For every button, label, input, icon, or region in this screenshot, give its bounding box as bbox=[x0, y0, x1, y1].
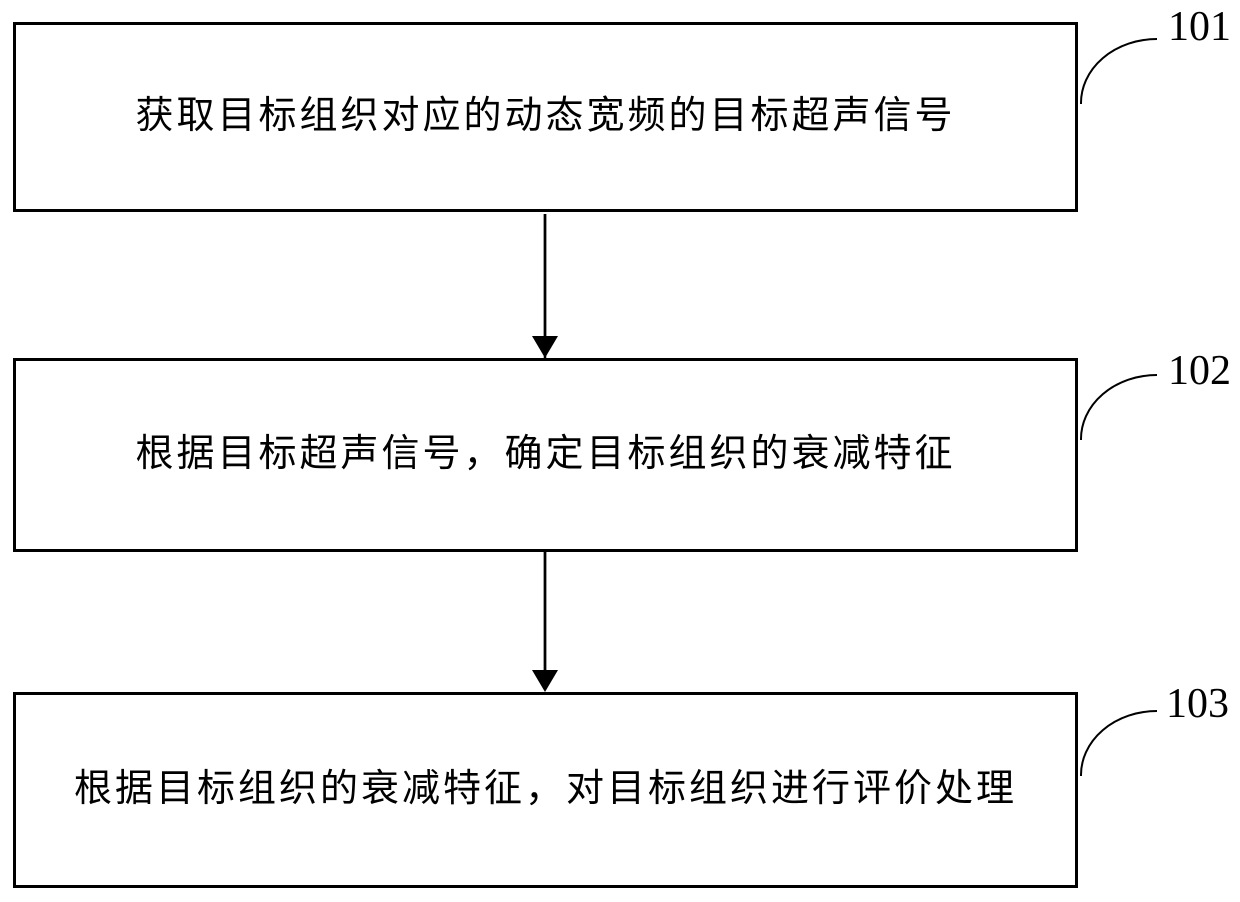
ref-label-101: 101 bbox=[1168, 4, 1231, 50]
flow-step-1-box: 获取目标组织对应的动态宽频的目标超声信号 bbox=[13, 22, 1078, 212]
flow-step-3-text: 根据目标组织的衰减特征，对目标组织进行评价处理 bbox=[73, 768, 1017, 811]
flow-step-2-box: 根据目标超声信号，确定目标组织的衰减特征 bbox=[13, 358, 1078, 552]
flow-arrow-2 bbox=[532, 552, 558, 692]
leader-curve-103 bbox=[1079, 710, 1158, 777]
flow-step-1-text: 获取目标组织对应的动态宽频的目标超声信号 bbox=[135, 95, 956, 138]
flow-step-3-box: 根据目标组织的衰减特征，对目标组织进行评价处理 bbox=[13, 692, 1078, 888]
flow-step-2-text: 根据目标超声信号，确定目标组织的衰减特征 bbox=[135, 433, 956, 476]
ref-label-102: 102 bbox=[1168, 348, 1231, 394]
leader-curve-101 bbox=[1079, 38, 1158, 105]
leader-curve-102 bbox=[1079, 374, 1158, 441]
ref-label-103: 103 bbox=[1166, 681, 1229, 727]
